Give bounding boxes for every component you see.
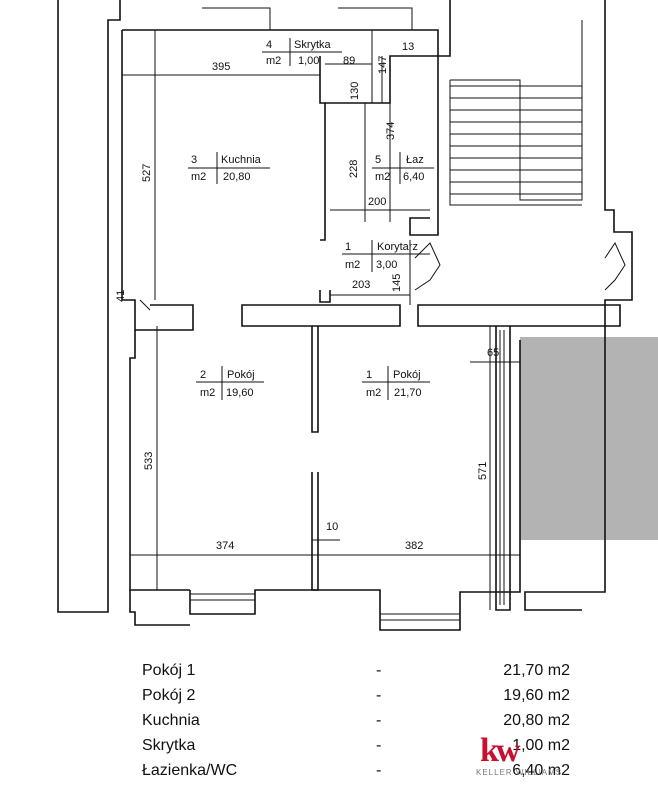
keller-williams-logo: kw KELLER WILLIAMS. <box>476 734 596 784</box>
floor-plan: 4 Skrytka m2 1,00 3 Kuchnia m2 20,80 5 Ł… <box>57 0 658 631</box>
legend-separator: - <box>376 687 382 704</box>
logo-mark: kw <box>480 732 521 769</box>
legend-separator: - <box>376 712 382 729</box>
dim-room1-height: 571 <box>477 462 489 480</box>
svg-text:1: 1 <box>366 369 372 381</box>
legend-label: Łazienka/WC <box>142 762 238 779</box>
dim-corridor-depth: 145 <box>391 274 403 292</box>
legend-value: 1,00 m2 <box>512 737 570 754</box>
dim-bath-width: 200 <box>368 196 386 208</box>
dim-room2-height: 533 <box>143 452 155 470</box>
room-label-4: 4 Skrytka m2 1,00 <box>262 38 342 67</box>
svg-text:Pokój: Pokój <box>393 369 421 381</box>
svg-text:Pokój: Pokój <box>227 369 255 381</box>
legend-separator: - <box>376 662 382 679</box>
svg-text:20,80: 20,80 <box>223 171 251 183</box>
legend-value: 19,60 m2 <box>503 687 570 704</box>
dim-wall-10: 10 <box>326 521 338 533</box>
svg-text:Skrytka: Skrytka <box>294 39 332 51</box>
dim-skrytka-130: 130 <box>349 82 361 100</box>
svg-text:Korytarz: Korytarz <box>377 241 418 253</box>
legend-value: 21,70 m2 <box>503 662 570 679</box>
legend-label: Skrytka <box>142 737 196 754</box>
svg-text:19,60: 19,60 <box>226 387 254 399</box>
legend-value: 20,80 m2 <box>503 712 570 729</box>
legend-row-kuchnia: Kuchnia - 20,80 m2 <box>0 710 658 732</box>
dimension-lines <box>122 30 520 610</box>
dim-window-65: 65 <box>487 347 499 359</box>
svg-text:Kuchnia: Kuchnia <box>221 154 262 166</box>
legend-separator: - <box>376 762 382 779</box>
svg-text:3: 3 <box>191 154 197 166</box>
legend-value: 6,40 m2 <box>512 762 570 779</box>
dim-skrytka-depth: 147 <box>377 56 389 74</box>
legend-label: Kuchnia <box>142 712 200 729</box>
dim-room1-width: 382 <box>405 540 423 552</box>
legend-label: Pokój 2 <box>142 687 196 704</box>
stair-outline <box>449 20 583 206</box>
legend-label: Pokój 1 <box>142 662 196 679</box>
dim-room2-width: 374 <box>216 540 234 552</box>
room-label-1: 1 Pokój m2 21,70 <box>362 366 430 400</box>
neighbor-area <box>520 337 658 540</box>
dim-kitchen-height: 527 <box>141 164 153 182</box>
svg-text:21,70: 21,70 <box>394 387 422 399</box>
svg-text:m2: m2 <box>366 387 381 399</box>
dim-bath-height: 374 <box>385 122 397 140</box>
area-legend: Pokój 1 - 21,70 m2 Pokój 2 - 19,60 m2 Ku… <box>0 660 658 785</box>
room-label-3: 3 Kuchnia m2 20,80 <box>188 152 270 184</box>
legend-row-pokoj-2: Pokój 2 - 19,60 m2 <box>0 685 658 707</box>
svg-text:m2: m2 <box>266 55 281 67</box>
dim-bath-depth: 228 <box>348 160 360 178</box>
svg-text:2: 2 <box>200 369 206 381</box>
dim-skrytka-width: 89 <box>343 55 355 67</box>
dim-corridor-width: 203 <box>352 279 370 291</box>
svg-text:6,40: 6,40 <box>403 171 424 183</box>
room-label-5: 5 Łaz m2 6,40 <box>372 152 434 184</box>
dim-wall-41: 41 <box>115 290 127 302</box>
svg-text:4: 4 <box>266 39 272 51</box>
svg-text:5: 5 <box>375 154 381 166</box>
legend-row-skrytka: Skrytka - 1,00 m2 <box>0 735 658 757</box>
walls <box>57 0 633 631</box>
legend-row-pokoj-1: Pokój 1 - 21,70 m2 <box>0 660 658 682</box>
svg-text:m2: m2 <box>345 259 360 271</box>
dim-wall-13: 13 <box>402 41 414 53</box>
legend-separator: - <box>376 737 382 754</box>
svg-text:m2: m2 <box>375 171 390 183</box>
room-label-corridor: 1 Korytarz m2 3,00 <box>342 240 430 272</box>
svg-text:m2: m2 <box>200 387 215 399</box>
svg-text:1: 1 <box>345 241 351 253</box>
dim-kitchen-width: 395 <box>212 61 230 73</box>
svg-text:3,00: 3,00 <box>376 259 397 271</box>
logo-text: KELLER WILLIAMS. <box>476 768 566 777</box>
svg-text:1,00: 1,00 <box>298 55 319 67</box>
svg-text:m2: m2 <box>191 171 206 183</box>
svg-text:Łaz: Łaz <box>406 154 424 166</box>
legend-row-lazienka: Łazienka/WC - 6,40 m2 <box>0 760 658 782</box>
staircase <box>449 20 583 206</box>
room-label-2: 2 Pokój m2 19,60 <box>196 366 264 400</box>
